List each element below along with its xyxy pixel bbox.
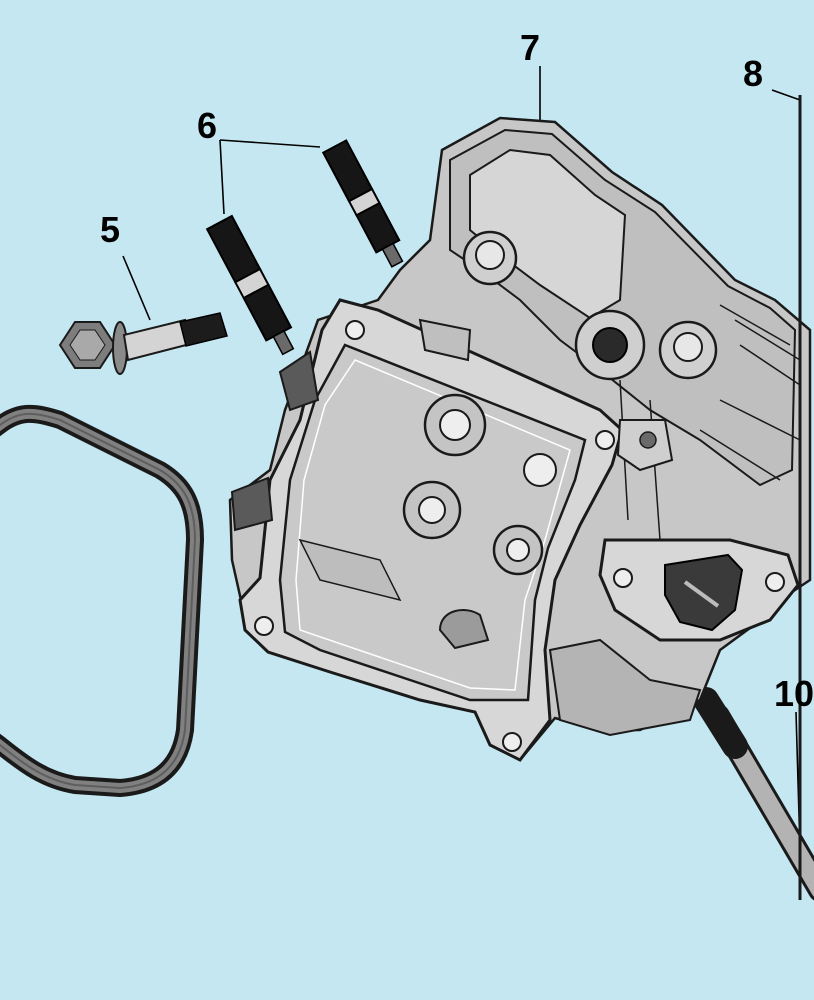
long-stud xyxy=(693,687,814,901)
callout-6: 6 xyxy=(197,105,218,146)
stud-left xyxy=(205,214,295,356)
leader-line-6a xyxy=(219,139,321,148)
stud-right xyxy=(321,139,404,268)
callout-5: 5 xyxy=(100,209,121,250)
callout-8: 8 xyxy=(743,53,764,94)
callout-7: 7 xyxy=(520,27,541,68)
leader-line-6b xyxy=(219,139,225,215)
leader-line-5 xyxy=(122,255,151,321)
callout-10: 10 xyxy=(774,673,814,714)
leader-line-8 xyxy=(771,89,801,101)
rocker-cover-gasket xyxy=(0,404,204,797)
flange-bolt xyxy=(58,312,228,375)
cylinder-head xyxy=(228,116,812,762)
